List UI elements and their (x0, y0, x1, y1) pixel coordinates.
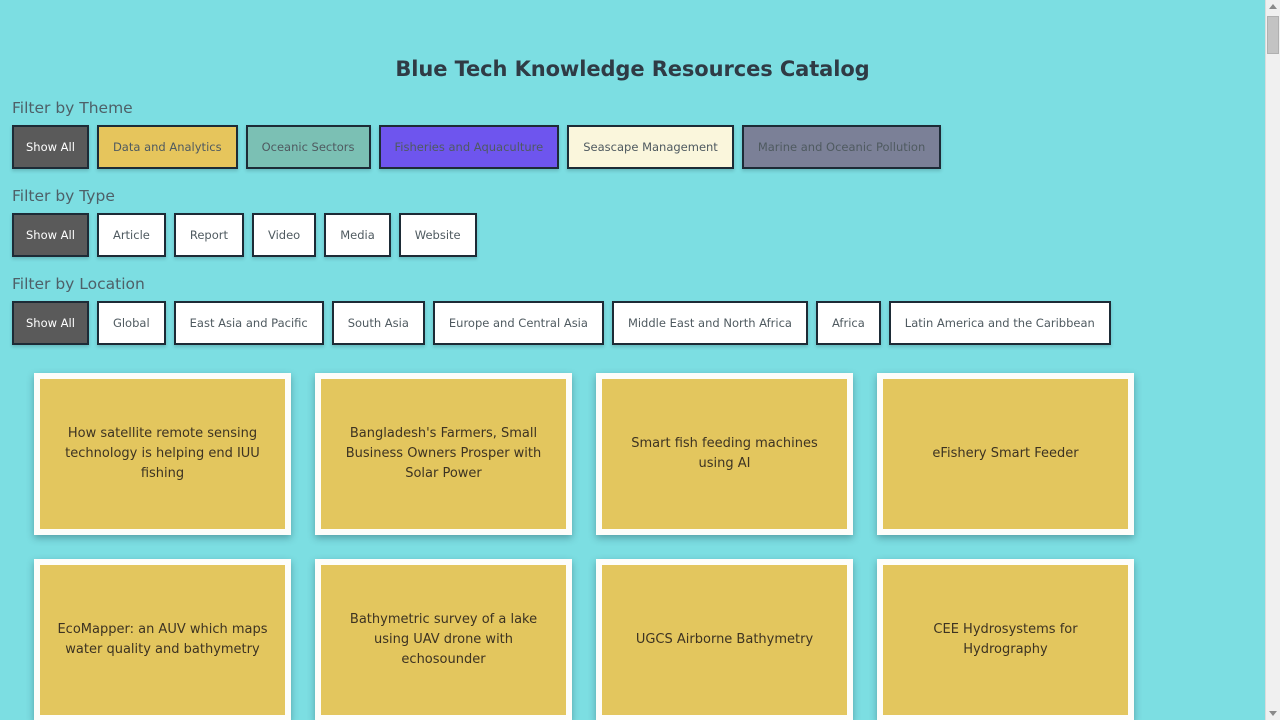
resource-card[interactable]: Bathymetric survey of a lake using UAV d… (315, 559, 572, 720)
filter-theme-option-0[interactable]: Show All (12, 125, 89, 169)
filter-type-option-3[interactable]: Video (251, 213, 317, 257)
resource-card[interactable]: UGCS Airborne Bathymetry (596, 559, 853, 720)
filter-location-option-1[interactable]: Global (96, 301, 166, 345)
resource-card[interactable]: Bangladesh's Farmers, Small Business Own… (315, 373, 572, 535)
filter-type-option-0[interactable]: Show All (12, 213, 89, 257)
resource-card[interactable]: eFishery Smart Feeder (877, 373, 1134, 535)
filter-label-location: Filter by Location (12, 275, 145, 293)
filter-type-option-1[interactable]: Article (96, 213, 166, 257)
resource-card[interactable]: Smart fish feeding machines using AI (596, 373, 853, 535)
filter-theme-option-1[interactable]: Data and Analytics (96, 125, 238, 169)
resource-card[interactable]: EcoMapper: an AUV which maps water quali… (34, 559, 291, 720)
filter-location-option-5[interactable]: Middle East and North Africa (611, 301, 808, 345)
filter-type-option-2[interactable]: Report (173, 213, 244, 257)
resource-card-title: Bangladesh's Farmers, Small Business Own… (345, 426, 542, 481)
filter-type-option-5[interactable]: Website (398, 213, 477, 257)
filter-location-option-0[interactable]: Show All (12, 301, 89, 345)
filter-location-option-4[interactable]: Europe and Central Asia (432, 301, 604, 345)
filter-theme-option-3[interactable]: Fisheries and Aquaculture (378, 125, 560, 169)
resource-card-title: Smart fish feeding machines using AI (631, 436, 818, 471)
filter-theme-option-4[interactable]: Seascape Management (567, 125, 734, 169)
resource-card-title: eFishery Smart Feeder (932, 446, 1079, 461)
vertical-scrollbar[interactable] (1265, 0, 1280, 720)
resource-card-title: EcoMapper: an AUV which maps water quali… (57, 622, 268, 657)
resource-card[interactable]: CEE Hydrosystems for Hydrography (877, 559, 1134, 720)
scroll-down-button[interactable] (1266, 706, 1280, 720)
page-title: Blue Tech Knowledge Resources Catalog (395, 57, 870, 81)
resource-card-title: CEE Hydrosystems for Hydrography (933, 622, 1078, 657)
resource-card-title: Bathymetric survey of a lake using UAV d… (349, 612, 538, 667)
filter-location-option-3[interactable]: South Asia (331, 301, 425, 345)
chevron-up-icon (1269, 4, 1277, 9)
filter-location-option-7[interactable]: Latin America and the Caribbean (888, 301, 1111, 345)
filter-label-theme: Filter by Theme (12, 99, 133, 117)
resource-card[interactable]: How satellite remote sensing technology … (34, 373, 291, 535)
filter-theme-option-5[interactable]: Marine and Oceanic Pollution (741, 125, 942, 169)
resource-card-title: UGCS Airborne Bathymetry (635, 632, 814, 647)
filter-location-option-2[interactable]: East Asia and Pacific (173, 301, 324, 345)
scrollbar-thumb[interactable] (1267, 16, 1279, 54)
filter-label-type: Filter by Type (12, 187, 115, 205)
scroll-up-button[interactable] (1266, 0, 1280, 14)
filter-location-option-6[interactable]: Africa (815, 301, 881, 345)
filter-theme-option-2[interactable]: Oceanic Sectors (245, 125, 371, 169)
resource-card-grid: How satellite remote sensing technology … (0, 345, 1265, 720)
resource-card-title: How satellite remote sensing technology … (65, 426, 260, 481)
filter-type-option-4[interactable]: Media (324, 213, 391, 257)
chevron-down-icon (1269, 711, 1277, 716)
